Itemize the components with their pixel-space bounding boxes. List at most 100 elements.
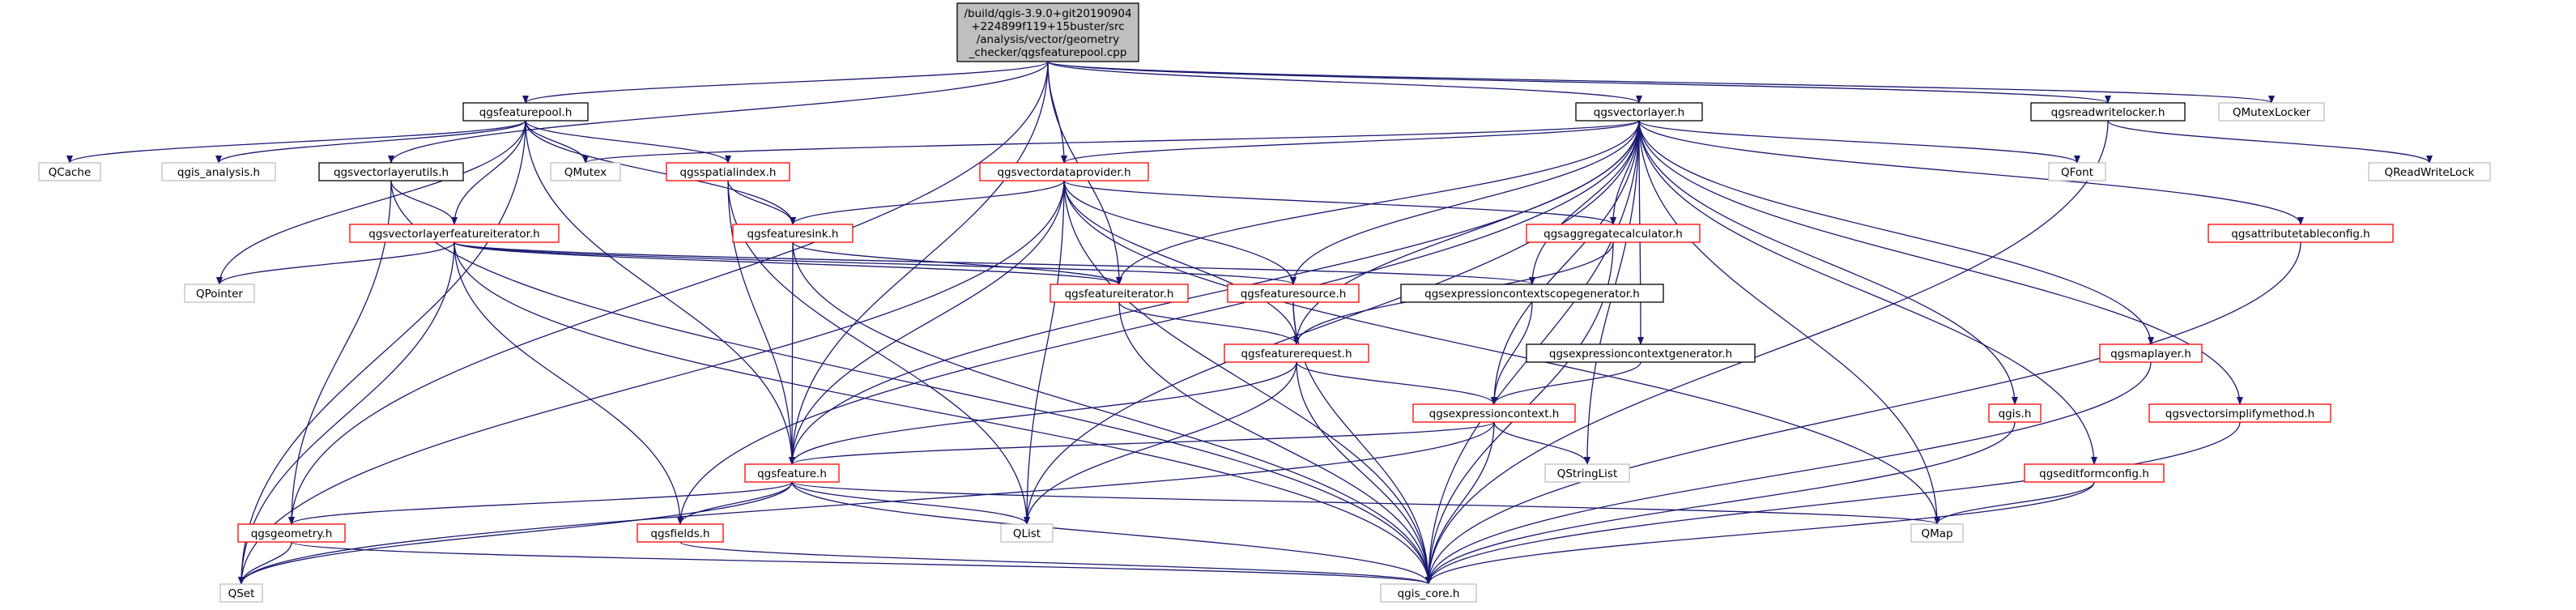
node-qgsattributetableconfig_h[interactable]: qgsattributetableconfig.h — [2208, 224, 2394, 243]
node-label: /build/qgis-3.9.0+git20190904 — [964, 7, 1131, 20]
node-qgsvectorlayer_h[interactable]: qgsvectorlayer.h — [1575, 102, 1703, 122]
node-qgsfeaturesource_h[interactable]: qgsfeaturesource.h — [1227, 284, 1360, 303]
node-box — [1575, 102, 1703, 122]
edge-qgseditformconfig_h-to-qgis_core_h — [1425, 481, 2095, 585]
edge-qgsvectorlayer_h-to-qgsvectordataprovider_h — [1061, 120, 1640, 164]
node-qgsspatialindex_h[interactable]: qgsspatialindex.h — [666, 162, 790, 181]
node-qgsmaplayer_h[interactable]: qgsmaplayer.h — [2099, 343, 2203, 363]
node-qgsfeaturesink_h[interactable]: qgsfeaturesink.h — [732, 224, 854, 243]
node-QReadWriteLock: QReadWriteLock — [2368, 162, 2491, 181]
edge-qgsfeature_h-to-qgsgeometry_h — [288, 481, 793, 525]
node-qgsfeature_h[interactable]: qgsfeature.h — [744, 463, 840, 483]
node-label: qgis_core.h — [1398, 587, 1460, 600]
node-QMutexLocker: QMutexLocker — [2218, 102, 2325, 122]
node-QCache: QCache — [38, 162, 101, 181]
node-label: qgsattributetableconfig.h — [2231, 228, 2369, 241]
node-box — [2024, 463, 2165, 483]
node-box — [744, 463, 840, 483]
node-qgsexpressioncontextgenerator_h[interactable]: qgsexpressioncontextgenerator.h — [1526, 343, 1756, 363]
edge-qgsfeaturepool_h-to-QCache — [66, 120, 526, 164]
edge-qgsfeaturerequest_h-to-qgsexpressioncontext_h — [1296, 361, 1497, 405]
node-label: qgsfeaturesource.h — [1241, 288, 1347, 301]
node-label: qgsfields.h — [650, 527, 709, 540]
node-box — [1050, 284, 1189, 303]
edge-qgsvectordataprovider_h-to-qgsfeaturesource_h — [1063, 180, 1297, 285]
node-qgseditformconfig_h[interactable]: qgseditformconfig.h — [2024, 463, 2165, 483]
node-label: qgsreadwritelocker.h — [2051, 106, 2165, 119]
node-box — [666, 162, 790, 181]
node-box — [979, 162, 1149, 181]
node-box — [2030, 102, 2186, 122]
node-qgsaggregatecalculator_h[interactable]: qgsaggregatecalculator.h — [1526, 224, 1701, 243]
node-label: QMap — [1921, 527, 1952, 540]
edge-qgsvectorlayer_h-to-QMutex — [582, 120, 1640, 164]
node-label: QFont — [2061, 166, 2093, 179]
edge-qgsfeature_h-to-qgsfields_h — [677, 481, 793, 525]
edge-qgsexpressioncontextscopegenerator_h-to-qgsexpressioncontext_h — [1491, 301, 1533, 405]
node-qgsvectordataprovider_h[interactable]: qgsvectordataprovider.h — [979, 162, 1149, 181]
node-qgsfeaturepool_h[interactable]: qgsfeaturepool.h — [462, 102, 589, 122]
edge-qgsfeaturepool_h-to-qgsvectorlayerfeatureiterator_h — [451, 120, 526, 225]
edge-root-to-QMutexLocker — [1047, 61, 2275, 104]
edge-qgsvectorlayer_h-to-qgsfeatureiterator_h — [1116, 120, 1640, 285]
node-label: qgsexpressioncontextscopegenerator.h — [1424, 288, 1640, 301]
node-qgsvectorlayerfeatureiterator_h[interactable]: qgsvectorlayerfeatureiterator.h — [349, 224, 560, 243]
edge-qgsfeatureiterator_h-to-qgis_core_h — [1118, 301, 1432, 585]
edge-qgsvectordataprovider_h-to-qgsfeaturerequest_h — [1063, 180, 1300, 345]
node-QMap: QMap — [1910, 523, 1964, 543]
node-label: QReadWriteLock — [2385, 166, 2475, 179]
edge-qgsexpressioncontext_h-to-qgis_core_h — [1425, 421, 1495, 585]
node-label: qgsfeatureiterator.h — [1065, 288, 1174, 301]
node-label: qgsvectorlayerutils.h — [334, 166, 449, 179]
edge-qgsvectordataprovider_h-to-qgsfeature_h — [789, 180, 1065, 465]
edge-qgsspatialindex_h-to-qgsfeaturesink_h — [727, 180, 796, 225]
node-qgsreadwritelocker_h[interactable]: qgsreadwritelocker.h — [2030, 102, 2186, 122]
edge-qgsattributetableconfig_h-to-qgis_core_h — [1425, 241, 2301, 585]
node-box — [1910, 523, 1964, 543]
node-QFont: QFont — [2048, 162, 2106, 181]
node-label: qgsfeaturerequest.h — [1241, 348, 1352, 360]
node-label: QPointer — [196, 288, 243, 301]
node-box — [1526, 343, 1756, 363]
node-label: qgsvectordataprovider.h — [997, 166, 1130, 179]
node-label: qgsvectorsimplifymethod.h — [2165, 407, 2315, 420]
edge-qgsfeaturerequest_h-to-QList — [1024, 361, 1297, 525]
node-QList: QList — [1000, 523, 1054, 543]
node-label: _checker/qgsfeaturepool.cpp — [969, 46, 1127, 59]
node-label: QMutexLocker — [2233, 106, 2311, 119]
edge-qgsfeaturepool_h-to-qgsfeature_h — [525, 120, 795, 465]
node-label: qgsvectorlayerfeatureiterator.h — [368, 228, 540, 241]
edge-qgsvectorlayer_h-to-qgsfeaturesource_h — [1290, 120, 1640, 285]
node-qgsexpressioncontext_h[interactable]: qgsexpressioncontext.h — [1412, 403, 1576, 423]
node-qgsvectorsimplifymethod_h[interactable]: qgsvectorsimplifymethod.h — [2148, 403, 2331, 423]
node-qgsfeaturerequest_h[interactable]: qgsfeaturerequest.h — [1224, 343, 1369, 363]
node-qgsvectorlayerutils_h[interactable]: qgsvectorlayerutils.h — [318, 162, 464, 181]
edge-qgsvectorlayer_h-to-QList — [1024, 120, 1640, 525]
node-box — [956, 2, 1139, 62]
node-qgsfeatureiterator_h[interactable]: qgsfeatureiterator.h — [1050, 284, 1189, 303]
node-label: qgsfeaturepool.h — [479, 106, 573, 119]
edge-qgsvectorlayer_h-to-qgsattributetableconfig_h — [1638, 120, 2304, 225]
edge-qgsreadwritelocker_h-to-QReadWriteLock — [2107, 120, 2433, 164]
edge-qgsvectorlayerfeatureiterator_h-to-qgis_core_h — [453, 241, 1432, 585]
edge-qgsvectorlayer_h-to-qgsexpressioncontext_h — [1491, 120, 1640, 405]
node-box — [1000, 523, 1054, 543]
edge-qgsvectorlayer_h-to-qgsexpressioncontextscopegenerator_h — [1529, 120, 1640, 285]
node-label: +224899f119+15buster/src — [971, 20, 1124, 33]
node-box — [1380, 583, 1477, 603]
node-qgsgeometry_h[interactable]: qgsgeometry.h — [237, 523, 346, 543]
edge-qgsexpressioncontext_h-to-QStringList — [1493, 421, 1590, 465]
node-qgsfields_h[interactable]: qgsfields.h — [637, 523, 724, 543]
node-box — [219, 583, 263, 603]
node-box — [732, 224, 854, 243]
node-label: QMutex — [564, 166, 607, 179]
edge-qgsfeature_h-to-QList — [791, 481, 1030, 525]
edge-qgsexpressioncontext_h-to-qgsfeature_h — [789, 421, 1495, 465]
node-qgis_h[interactable]: qgis.h — [1988, 403, 2042, 423]
edge-qgsfeature_h-to-QSet — [238, 481, 793, 585]
node-box — [1227, 284, 1360, 303]
edge-qgsvectorsimplifymethod_h-to-qgis_core_h — [1425, 421, 2241, 585]
node-qgsexpressioncontextscopegenerator_h[interactable]: qgsexpressioncontextscopegenerator.h — [1400, 284, 1664, 303]
node-label: QList — [1013, 527, 1041, 540]
